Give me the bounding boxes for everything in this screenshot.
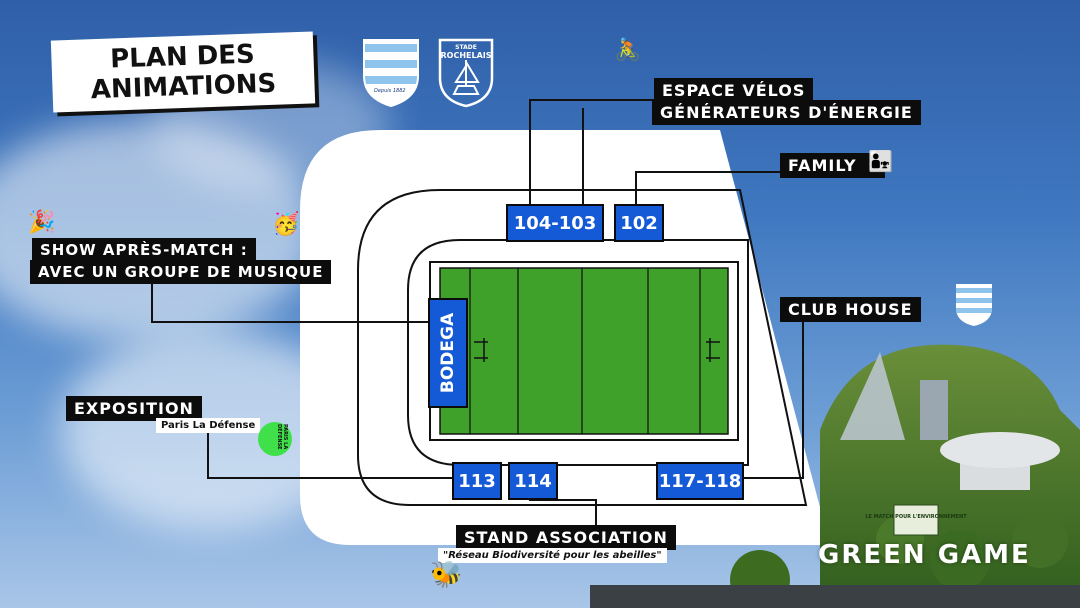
party-popper-icon: 🎉 — [28, 210, 56, 235]
page-title: PLAN DES ANIMATIONS — [50, 31, 316, 113]
racing-92-logo: Depuis 1882 — [360, 36, 422, 108]
label-exposition-sub: Paris La Défense — [156, 418, 261, 433]
section-114[interactable]: 114 — [508, 462, 558, 500]
green-game-title: GREEN GAME — [818, 540, 1031, 570]
party-face-icon: 🥳 — [272, 212, 300, 237]
label-stand-sub: "Réseau Biodiversité pour les abeilles" — [438, 548, 667, 563]
label-generateurs: GÉNÉRATEURS D'ÉNERGIE — [652, 100, 921, 125]
bodega-label: BODEGA — [438, 312, 458, 394]
stade-rochelais-logo: STADE ROCHELAIS — [436, 36, 496, 108]
section-113[interactable]: 113 — [452, 462, 502, 500]
label-espace-velos: ESPACE VÉLOS — [654, 78, 814, 103]
section-117-118[interactable]: 117-118 — [656, 462, 744, 500]
section-102[interactable]: 102 — [614, 204, 664, 242]
label-family: FAMILY — [780, 153, 885, 178]
cyclist-icon: 🚴 — [614, 38, 642, 63]
bee-icon: 🐝 — [430, 560, 463, 590]
sign-text: LE MATCH POUR L'ENVIRONNEMENT — [865, 514, 967, 520]
label-club-house: CLUB HOUSE — [780, 297, 921, 322]
paris-la-defense-logo: PARIS LA DÉFENSE — [258, 422, 292, 456]
label-show-line2: AVEC UN GROUPE DE MUSIQUE — [30, 260, 332, 284]
pitch-grass — [439, 267, 729, 435]
racing-logo-text: Depuis 1882 — [374, 88, 406, 94]
cloud — [0, 120, 320, 340]
section-bodega[interactable]: BODEGA — [428, 298, 468, 408]
family-icon: 👨‍👧 — [868, 149, 893, 173]
pld-logo-text: PARIS LA DÉFENSE — [276, 424, 288, 450]
rochelais-line2: ROCHELAIS — [440, 51, 492, 60]
label-stand-association: STAND ASSOCIATION — [456, 525, 676, 550]
label-show-line1: SHOW APRÈS-MATCH : — [32, 238, 256, 262]
section-104-103[interactable]: 104-103 — [506, 204, 604, 242]
rochelais-line1: STADE — [455, 44, 477, 51]
racing-small-logo — [954, 282, 994, 328]
stadium-ring — [357, 189, 808, 506]
label-exposition: EXPOSITION — [66, 396, 202, 421]
